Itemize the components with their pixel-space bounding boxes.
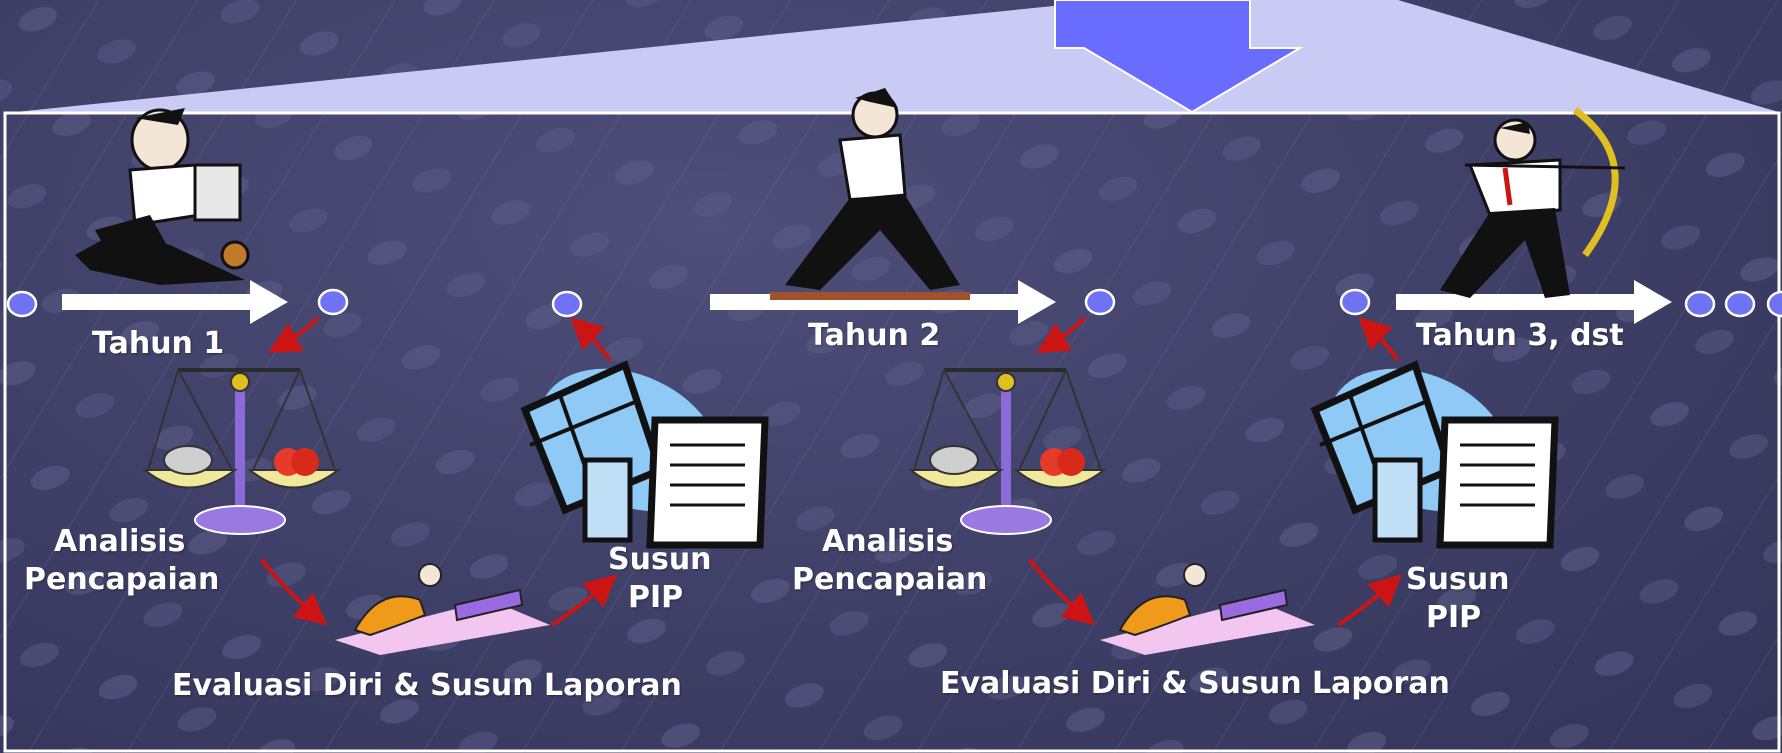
- node-cont-1: [1684, 290, 1716, 318]
- walking-board: [770, 292, 970, 300]
- self-evaluation-icon-1: [335, 563, 550, 655]
- arrow-to-evaluasi-2: [1028, 558, 1096, 626]
- node-start: [6, 290, 38, 318]
- node-end-year2: [1084, 288, 1116, 316]
- planning-documents-icon-1: [520, 360, 769, 549]
- arrow-to-evaluasi-1: [260, 558, 328, 626]
- arrow-to-analisis-2: [1036, 316, 1087, 354]
- label-analisis-1-line1: Analisis: [54, 524, 186, 559]
- zoom-funnel: [6, 0, 1782, 113]
- walking-man-icon: [770, 88, 970, 300]
- node-start-year2: [551, 290, 583, 318]
- label-susun-2-line1: Susun: [1406, 562, 1510, 597]
- label-susun-2-line2: PIP: [1426, 600, 1482, 635]
- arrow-to-susun-2: [1336, 574, 1402, 627]
- label-tahun-3: Tahun 3, dst: [1416, 318, 1624, 353]
- balance-scale-icon-1: [142, 368, 341, 535]
- self-evaluation-icon-2: [1100, 563, 1315, 655]
- down-arrow: [1054, 0, 1304, 114]
- node-cont-2: [1724, 290, 1756, 318]
- node-end-year1: [317, 288, 349, 316]
- balance-scale-icon-2: [908, 368, 1107, 535]
- label-evaluasi-2: Evaluasi Diri & Susun Laporan: [940, 666, 1450, 701]
- wheelbarrow-man-icon: [75, 108, 250, 285]
- planning-documents-icon-2: [1310, 360, 1559, 549]
- label-susun-1-line1: Susun: [608, 542, 712, 577]
- timeline-nodes: [6, 288, 1782, 318]
- label-tahun-1: Tahun 1: [92, 326, 225, 361]
- arrow-to-node-year3: [1358, 317, 1400, 362]
- timeline-arrow-3: [1396, 280, 1672, 324]
- cycle-arrows: [260, 316, 1402, 627]
- label-tahun-2: Tahun 2: [808, 318, 941, 353]
- label-susun-1-line2: PIP: [628, 580, 684, 615]
- timeline-arrow-2: [710, 280, 1056, 324]
- timeline-arrow-1: [62, 280, 288, 324]
- label-analisis-2-line2: Pencapaian: [792, 562, 988, 597]
- arrow-to-analisis-1: [268, 316, 320, 353]
- arrow-to-susun-1: [550, 574, 618, 627]
- node-start-year3: [1339, 288, 1371, 316]
- label-evaluasi-1: Evaluasi Diri & Susun Laporan: [172, 668, 682, 703]
- label-analisis-1-line2: Pencapaian: [24, 562, 220, 597]
- arrow-to-node-year2: [570, 317, 612, 362]
- label-analisis-2-line1: Analisis: [822, 524, 954, 559]
- node-cont-3: [1766, 290, 1782, 318]
- archer-icon: [1440, 107, 1626, 298]
